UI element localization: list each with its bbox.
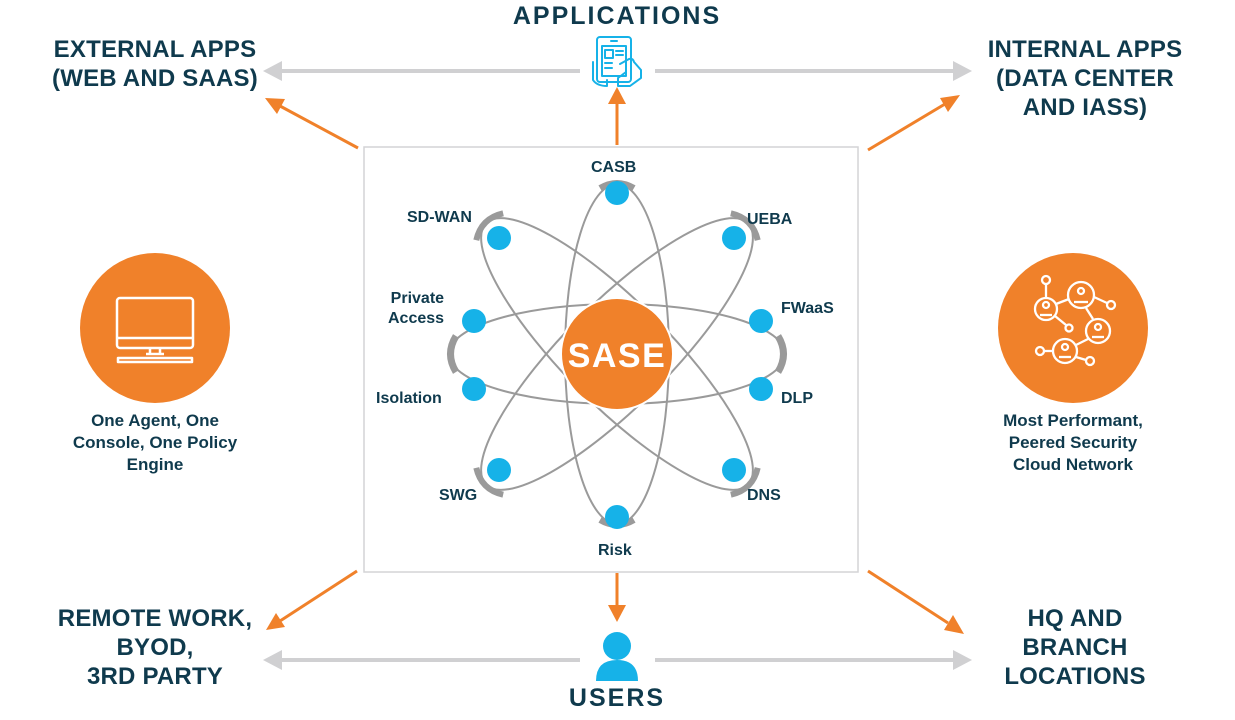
node-dns xyxy=(722,458,746,482)
arrow-to-users xyxy=(608,573,626,622)
users-title: USERS xyxy=(568,684,666,712)
heading-line: REMOTE WORK, xyxy=(57,605,253,632)
caption-line: One Agent, One xyxy=(91,411,219,430)
label-swg: SWG xyxy=(439,487,478,504)
network-people-icon xyxy=(1033,274,1117,367)
heading-line: LOCATIONS xyxy=(1004,663,1146,690)
caption-line: Cloud Network xyxy=(1013,455,1133,474)
heading-line: AND IASS) xyxy=(1022,94,1148,121)
heading-line: (WEB AND SAAS) xyxy=(52,65,258,92)
internal-apps-heading: INTERNAL APPS (DATA CENTER AND IASS) xyxy=(960,35,1210,122)
node-fwaas xyxy=(749,309,773,333)
label-dlp: DLP xyxy=(781,390,813,407)
caption-line: Console, One Policy xyxy=(72,433,238,452)
label-casb: CASB xyxy=(591,159,637,176)
label-fwaas: FWaaS xyxy=(781,300,834,317)
heading-line: (DATA CENTER xyxy=(996,65,1174,92)
arrow-to-external-apps xyxy=(265,98,359,150)
sase-core: SASE xyxy=(560,297,674,411)
right-feature-caption: Most Performant, Peered Security Cloud N… xyxy=(963,410,1183,476)
caption-line: Engine xyxy=(126,455,184,474)
service-nodes xyxy=(462,181,773,529)
label-ueba: UEBA xyxy=(747,211,793,228)
desktop-computer-icon xyxy=(115,296,195,364)
node-private-access xyxy=(462,309,486,333)
heading-line: BYOD, xyxy=(116,634,194,661)
arrow-to-remote-work xyxy=(266,569,358,630)
applications-title: APPLICATIONS xyxy=(512,2,722,30)
label-line: Private xyxy=(390,290,445,307)
remote-work-heading: REMOTE WORK, BYOD, 3RD PARTY xyxy=(30,604,280,691)
label-line: Access xyxy=(388,310,445,327)
heading-line: INTERNAL APPS xyxy=(987,36,1183,63)
label-risk: Risk xyxy=(598,542,632,559)
hq-branch-heading: HQ AND BRANCH LOCATIONS xyxy=(950,604,1200,691)
arrow-to-applications xyxy=(608,87,626,145)
node-swg xyxy=(487,458,511,482)
left-feature-caption: One Agent, One Console, One Policy Engin… xyxy=(45,410,265,476)
caption-line: Peered Security xyxy=(1008,433,1138,452)
arrow-to-internal-apps xyxy=(867,95,960,152)
sase-label: SASE xyxy=(568,337,667,375)
label-dns: DNS xyxy=(747,487,781,504)
heading-line: BRANCH xyxy=(1022,634,1128,661)
external-apps-heading: EXTERNAL APPS (WEB AND SAAS) xyxy=(30,35,280,93)
node-sd-wan xyxy=(487,226,511,250)
heading-line: 3RD PARTY xyxy=(86,663,224,690)
node-casb xyxy=(605,181,629,205)
caption-line: Most Performant, xyxy=(1003,411,1143,430)
bottom-right-connector xyxy=(655,650,972,670)
top-left-connector xyxy=(263,61,580,81)
label-sd-wan: SD-WAN xyxy=(407,209,472,226)
label-private-access: Private Access xyxy=(388,289,444,329)
bottom-left-connector xyxy=(263,650,580,670)
tablet-touch-icon xyxy=(592,36,642,87)
arrow-to-hq-branch xyxy=(867,569,964,634)
node-risk xyxy=(605,505,629,529)
node-dlp xyxy=(749,377,773,401)
left-feature-circle xyxy=(80,253,230,403)
user-icon xyxy=(596,632,638,681)
node-ueba xyxy=(722,226,746,250)
label-isolation: Isolation xyxy=(376,390,442,407)
node-isolation xyxy=(462,377,486,401)
top-right-connector xyxy=(655,61,972,81)
heading-line: EXTERNAL APPS xyxy=(53,36,257,63)
heading-line: HQ AND xyxy=(1027,605,1123,632)
right-feature-circle xyxy=(998,253,1148,403)
